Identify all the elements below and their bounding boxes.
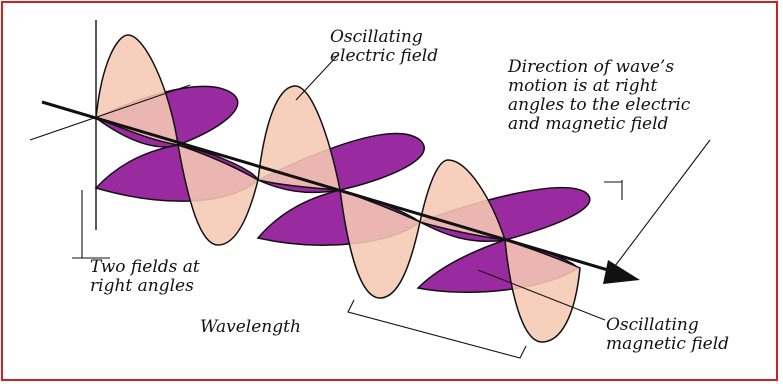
direction-label-line-4: and magnetic field [508, 115, 690, 134]
two-fields-label: Two fields at right angles [90, 258, 200, 296]
direction-label: Direction of wave’s motion is at right a… [508, 58, 690, 134]
electric-lobe-1 [96, 35, 178, 145]
electric-lobe-3 [258, 86, 340, 190]
direction-label-line-2: motion is at right [508, 77, 690, 96]
magnetic-field-label-line-2: magnetic field [606, 335, 729, 354]
magnetic-field-label: Oscillating magnetic field [606, 316, 729, 354]
direction-bracket [604, 180, 622, 200]
propagation-arrowhead [603, 260, 640, 284]
electric-field-label-line-1: Oscillating [330, 28, 438, 47]
electric-field-label: Oscillating electric field [330, 28, 438, 66]
direction-label-line-1: Direction of wave’s [508, 58, 690, 77]
magnetic-field-label-line-1: Oscillating [606, 316, 729, 335]
two-fields-label-line-2: right angles [90, 277, 200, 296]
electric-field-label-line-2: electric field [330, 47, 438, 66]
electric-lobe-6 [505, 240, 580, 342]
wavelength-bracket [348, 300, 526, 358]
direction-leader [612, 140, 710, 270]
direction-label-line-3: angles to the electric [508, 96, 690, 115]
electric-lobe-2 [178, 145, 258, 245]
wavelength-label: Wavelength [200, 318, 301, 337]
two-fields-label-line-1: Two fields at [90, 258, 200, 277]
electric-lobe-4 [340, 190, 420, 298]
